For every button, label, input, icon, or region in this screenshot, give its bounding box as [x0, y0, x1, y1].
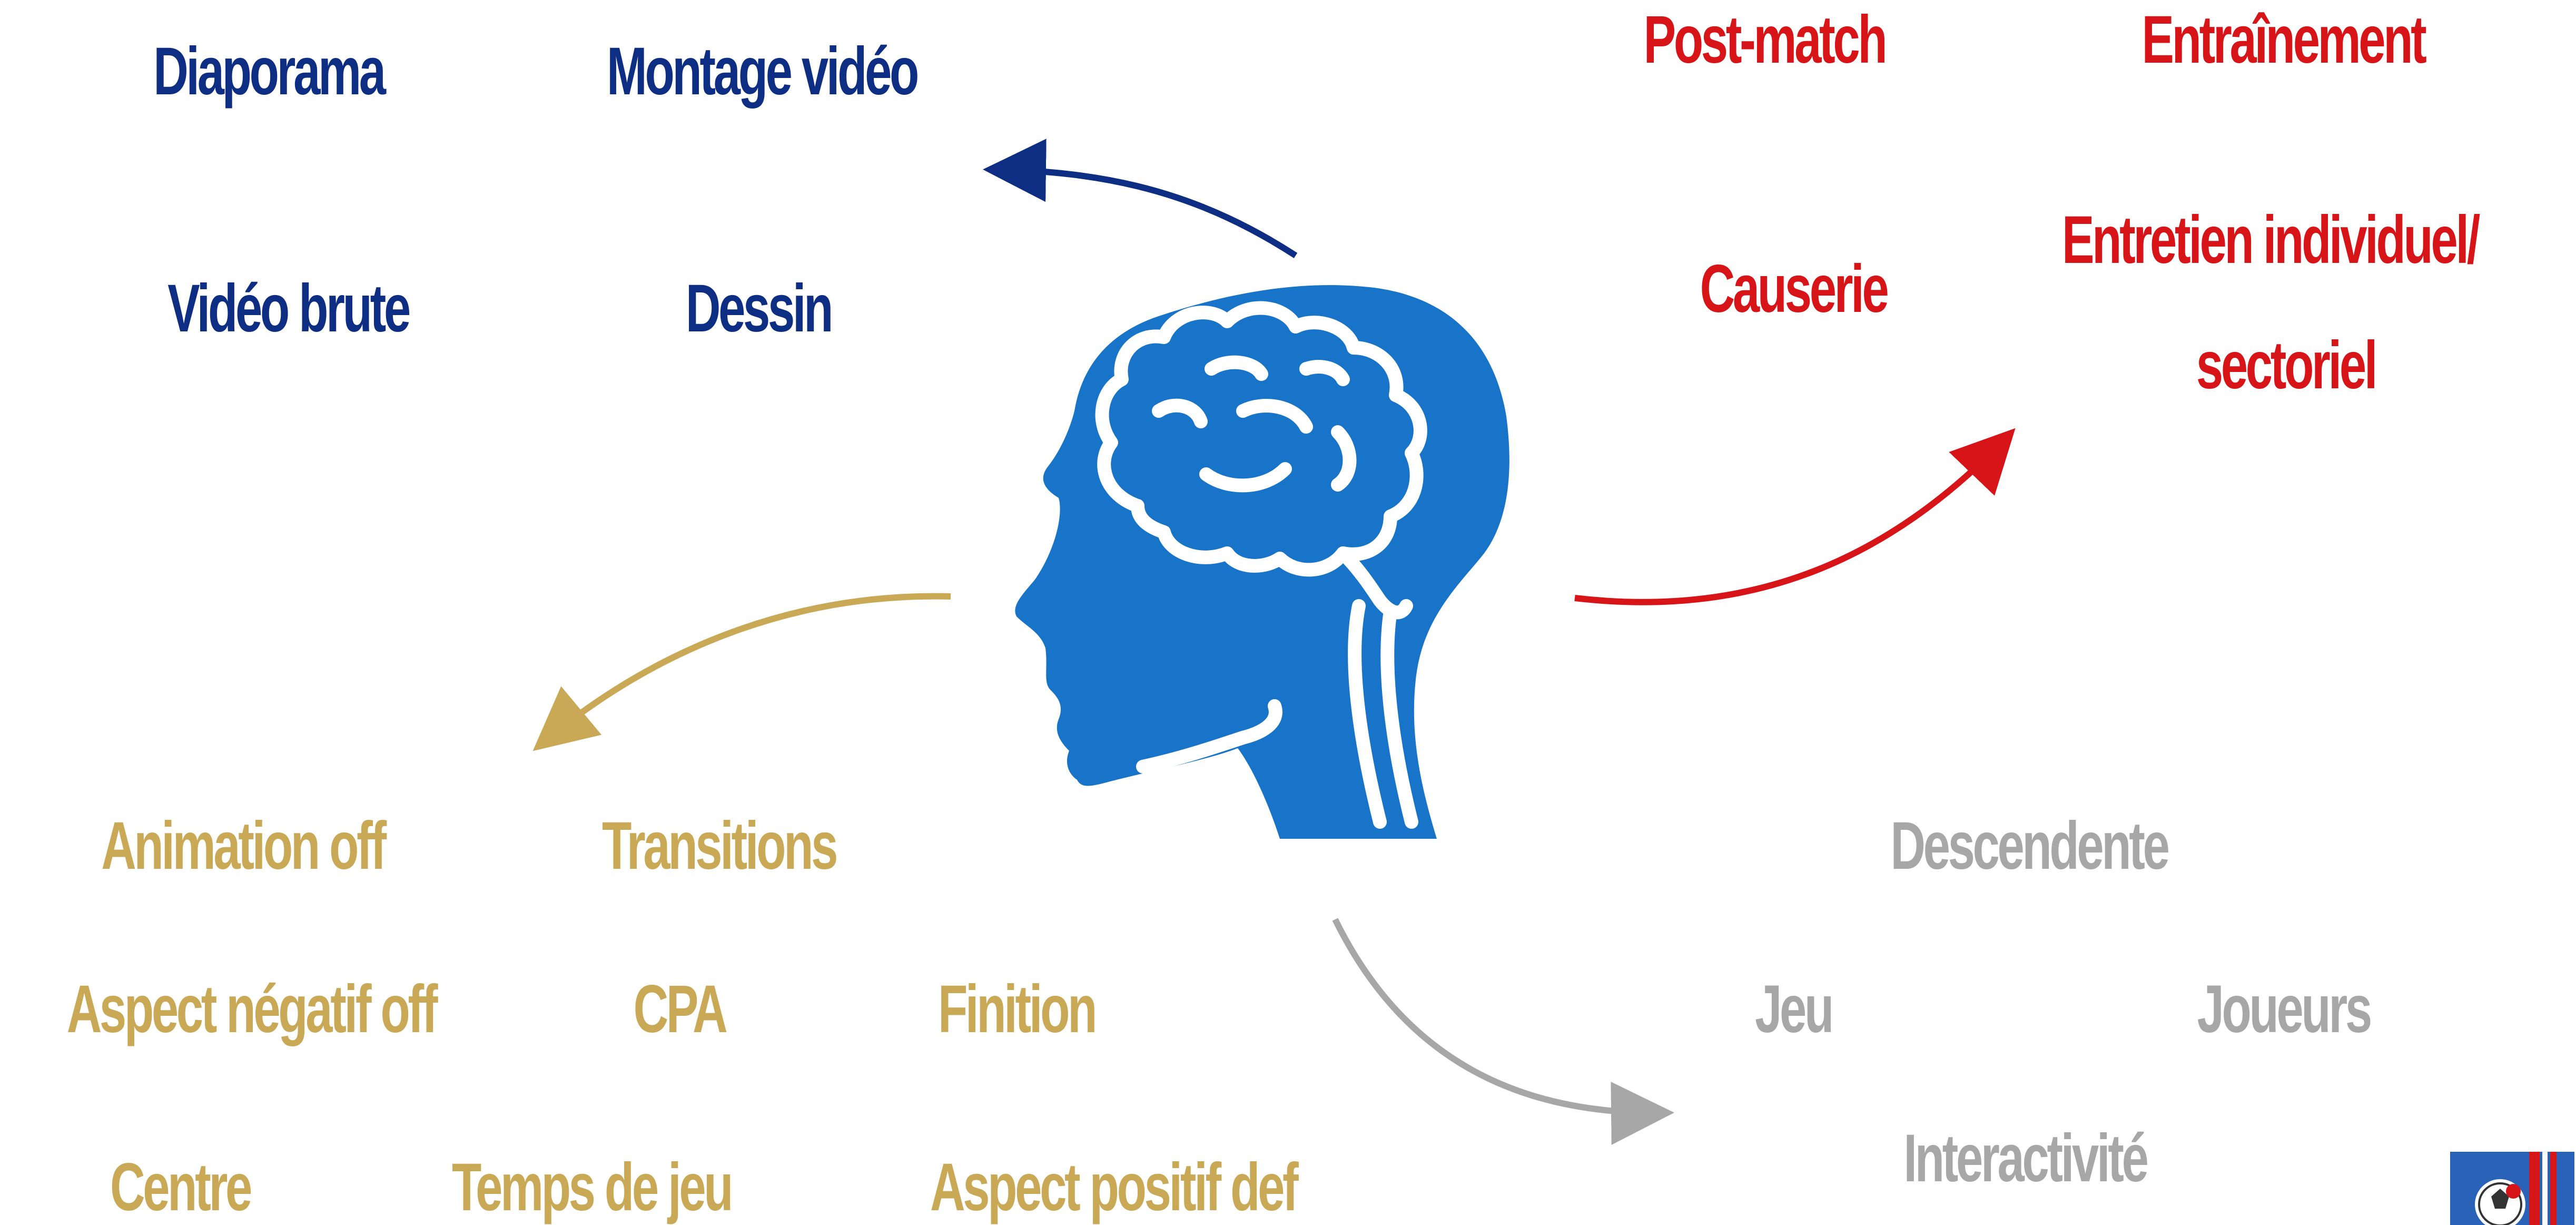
label-video-brute: Vidéo brute	[167, 271, 411, 346]
arrow-to-grey-group	[1332, 918, 1674, 1145]
head-brain-icon	[1015, 285, 1509, 839]
label-joueurs: Joueurs	[2197, 972, 2373, 1047]
label-causerie: Causerie	[1700, 251, 1889, 327]
label-aspect-positif-def: Aspect positif def	[930, 1150, 1299, 1225]
label-post-match: Post-match	[1643, 2, 1888, 77]
label-entretien-line2: sectoriel	[2196, 328, 2378, 403]
label-transitions: Transitions	[601, 808, 838, 884]
label-interactivite: Interactivité	[1903, 1121, 2148, 1196]
arrow-to-gold-group	[532, 593, 951, 751]
label-animation-off: Animation off	[101, 808, 387, 884]
label-cpa: CPA	[633, 972, 728, 1047]
label-finition: Finition	[937, 972, 1097, 1047]
label-entretien-line1: Entretien individuel/	[2061, 202, 2480, 278]
label-temps-de-jeu: Temps de jeu	[452, 1150, 734, 1225]
arrow-to-blue-group	[983, 139, 1298, 259]
label-diaporama: Diaporama	[153, 34, 386, 109]
label-entrainement: Entraînement	[2141, 2, 2426, 77]
label-aspect-negatif-off: Aspect négatif off	[66, 972, 438, 1047]
club-logo	[2450, 1152, 2574, 1225]
label-jeu: Jeu	[1755, 972, 1834, 1047]
label-descendente: Descendente	[1890, 808, 2169, 884]
arrow-to-red-group	[1574, 428, 2016, 605]
label-dessin: Dessin	[685, 271, 834, 346]
label-montage-video: Montage vidéo	[607, 34, 919, 109]
label-centre: Centre	[110, 1150, 252, 1225]
